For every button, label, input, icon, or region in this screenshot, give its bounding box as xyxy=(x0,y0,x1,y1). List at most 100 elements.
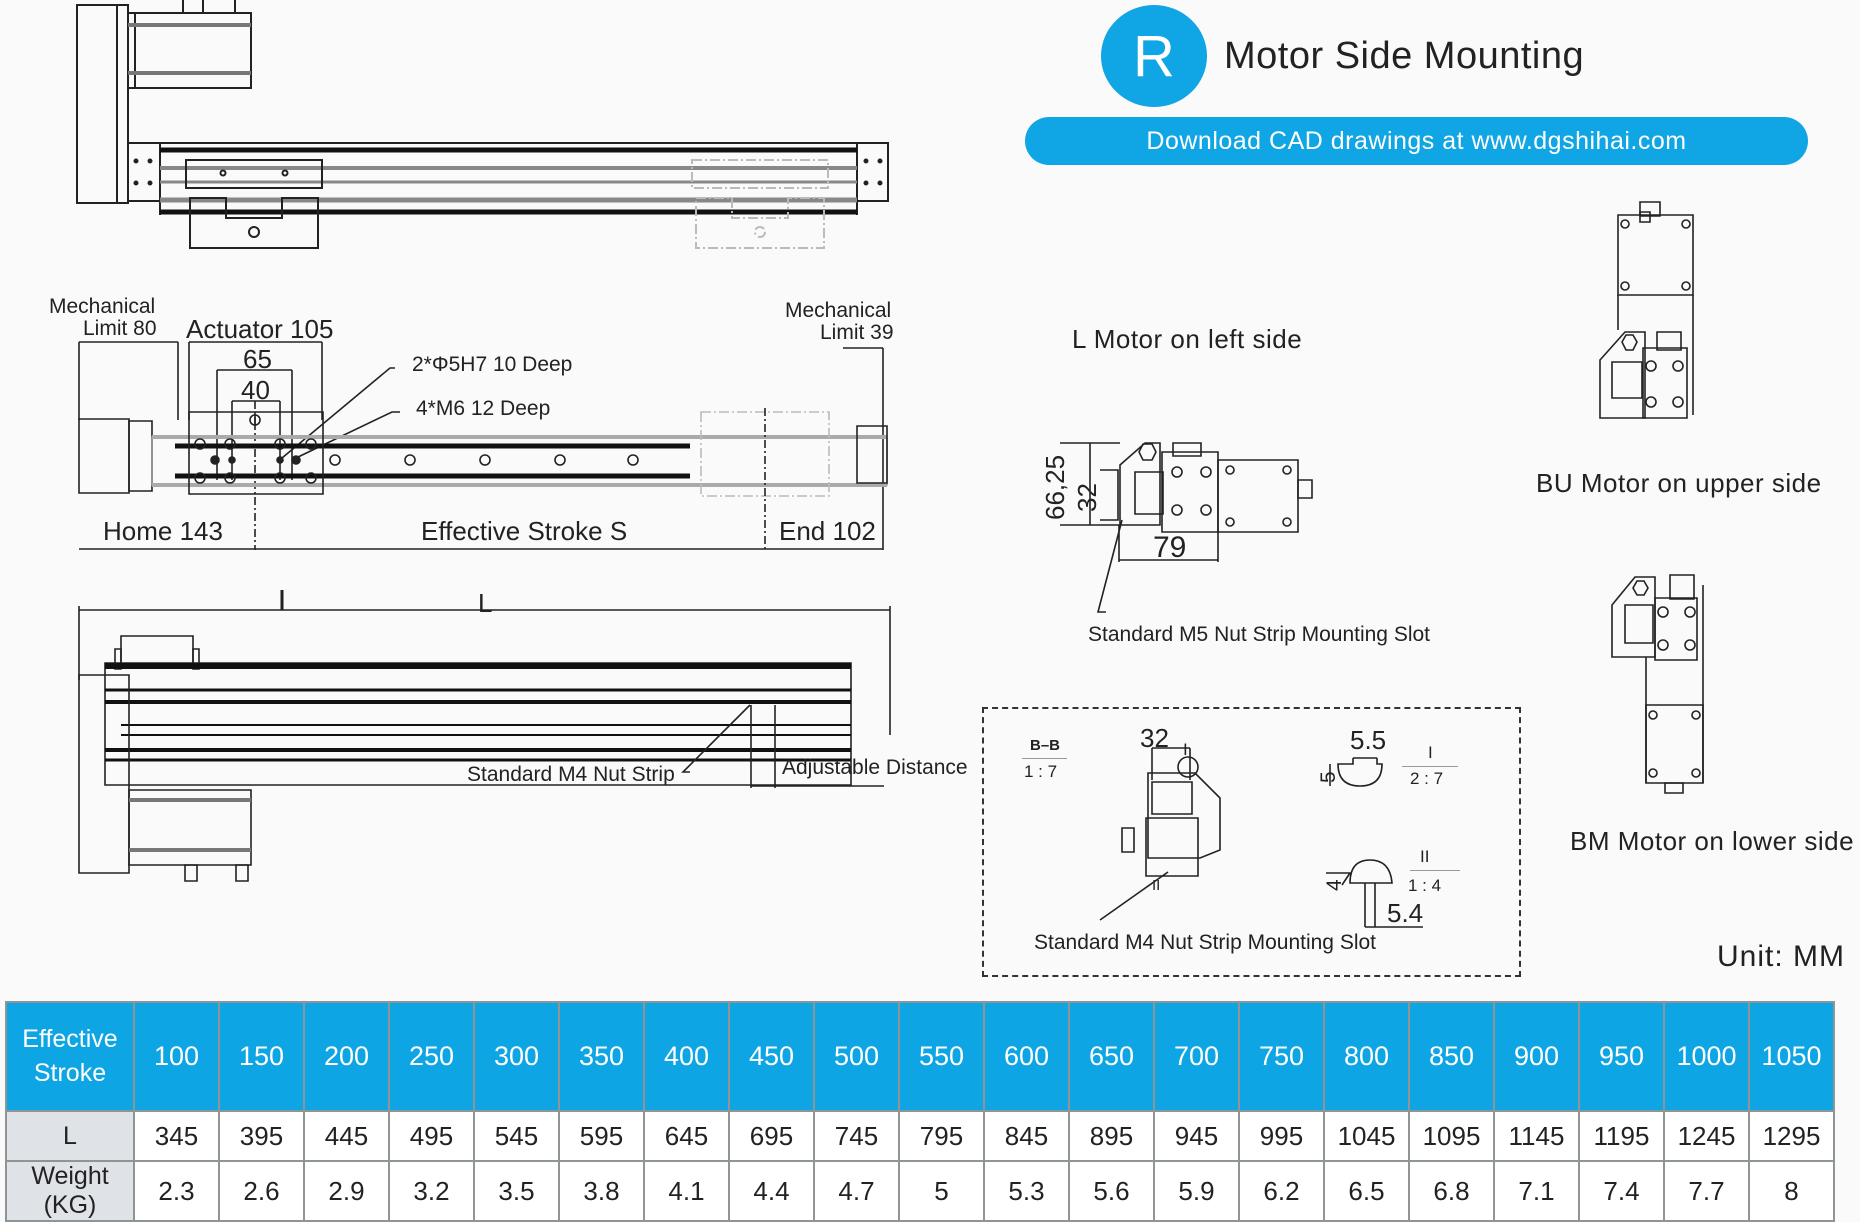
mechanical-limit-right-line2: Limit 39 xyxy=(820,321,894,344)
carriage-side xyxy=(121,636,193,664)
detail-i-name: I xyxy=(1428,743,1433,762)
section-badge-letter: R xyxy=(1133,23,1175,89)
motor-body xyxy=(128,13,251,88)
motor-left-carriage-plate xyxy=(1162,452,1218,532)
stroke-header-cell: 800 xyxy=(1323,1001,1410,1112)
mechanical-limit-left-line2: Limit 80 xyxy=(83,317,157,340)
stroke-header-cell: 750 xyxy=(1238,1001,1325,1112)
section-detail-box xyxy=(982,707,1521,977)
stroke-header-cell: 700 xyxy=(1153,1001,1240,1112)
detail-i-depth: 5 xyxy=(1317,771,1340,783)
table-cell: 495 xyxy=(388,1110,475,1162)
carriage-home xyxy=(186,160,322,188)
motor-left-side-drawing xyxy=(1060,430,1380,630)
stroke-header-line1: Effective xyxy=(22,1024,118,1053)
carriage-holes xyxy=(195,439,316,483)
section-b-b-drawing xyxy=(1100,740,1240,900)
download-cad-text: Download CAD drawings at www.dgshihai.co… xyxy=(1146,126,1687,155)
table-cell: 895 xyxy=(1068,1110,1155,1162)
mechanical-limit-left-line1: Mechanical xyxy=(49,295,156,318)
section-badge: R xyxy=(1101,5,1207,107)
rail-screw-holes xyxy=(330,455,638,465)
table-cell: 645 xyxy=(643,1110,730,1162)
stroke-header-cell: 1000 xyxy=(1663,1001,1750,1112)
table-cell: 795 xyxy=(898,1110,985,1162)
mechanical-limit-right-line1: Mechanical xyxy=(785,299,892,322)
stroke-header-cell: 950 xyxy=(1578,1001,1665,1112)
stroke-header-line2: Stroke xyxy=(33,1058,107,1087)
motor-flange-side xyxy=(79,675,129,873)
table-cell: 2.3 xyxy=(133,1160,220,1222)
table-cell: 695 xyxy=(728,1110,815,1162)
dimension-40: 40 xyxy=(241,375,270,405)
motor-left-motor xyxy=(1218,460,1298,532)
page-title: Motor Side Mounting xyxy=(1224,35,1585,77)
motor-flange xyxy=(77,5,128,203)
table-cell: 3.5 xyxy=(473,1160,560,1222)
motor-left-caption: L Motor on left side xyxy=(1072,324,1303,354)
table-cell: 3.2 xyxy=(388,1160,475,1222)
table-cell: 6.2 xyxy=(1238,1160,1325,1222)
row-label: L xyxy=(5,1110,135,1162)
table-cell: 1145 xyxy=(1493,1110,1580,1162)
dimension-65: 65 xyxy=(243,344,272,374)
overall-length-label: L xyxy=(478,588,493,618)
stroke-header-cell: 850 xyxy=(1408,1001,1495,1112)
table-cell: 445 xyxy=(303,1110,390,1162)
m5-slot-label: Standard M5 Nut Strip Mounting Slot xyxy=(1088,623,1431,646)
detail-ii-drawing xyxy=(1320,855,1440,935)
detail-i-divider xyxy=(1402,766,1458,767)
table-cell: 4.7 xyxy=(813,1160,900,1222)
stroke-header-cell: 500 xyxy=(813,1001,900,1112)
motor-upper-caption: BU Motor on upper side xyxy=(1536,468,1822,498)
section-dim-32: 32 xyxy=(1140,723,1169,753)
table-cell: 745 xyxy=(813,1110,900,1162)
unit-label: Unit: MM xyxy=(1717,940,1845,973)
table-cell: 845 xyxy=(983,1110,1070,1162)
download-cad-link[interactable]: Download CAD drawings at www.dgshihai.co… xyxy=(1025,117,1808,165)
table-cell: 1245 xyxy=(1663,1110,1750,1162)
table-cell: 995 xyxy=(1238,1110,1325,1162)
motor-left-dim-32: 32 xyxy=(1072,483,1102,512)
detail-i-scale: 2 : 7 xyxy=(1410,769,1444,788)
motor-upper-side-drawing xyxy=(1600,200,1720,420)
end-distance-label: End 102 xyxy=(779,516,876,546)
table-cell: 2.9 xyxy=(303,1160,390,1222)
stroke-header-cell: 400 xyxy=(643,1001,730,1112)
table-cell: 1045 xyxy=(1323,1110,1410,1162)
thread-hole-note: 4*M6 12 Deep xyxy=(416,397,551,420)
table-cell: 7.7 xyxy=(1663,1160,1750,1222)
detail-i-drawing xyxy=(1320,750,1420,800)
motor-left-height-dim: 66,25 xyxy=(1040,454,1070,520)
table-cell: 8 xyxy=(1748,1160,1835,1222)
table-cell: 395 xyxy=(218,1110,305,1162)
stroke-header-cell: 550 xyxy=(898,1001,985,1112)
detail-i-marker: I xyxy=(1183,740,1188,759)
motor-lower-side-drawing xyxy=(1610,565,1730,795)
stroke-header-cell: 650 xyxy=(1068,1001,1155,1112)
table-cell: 7.4 xyxy=(1578,1160,1665,1222)
actuator-plan-view-drawing xyxy=(0,0,900,260)
table-cell: 945 xyxy=(1153,1110,1240,1162)
adjustable-distance-label: Adjustable Distance xyxy=(782,756,968,779)
detail-ii-depth: 4 xyxy=(1323,879,1346,891)
stroke-header-cell: 350 xyxy=(558,1001,645,1112)
stroke-header-cell: 250 xyxy=(388,1001,475,1112)
table-cell: 5.9 xyxy=(1153,1160,1240,1222)
detail-ii-scale: 1 : 4 xyxy=(1408,876,1442,895)
table-cell: 6.8 xyxy=(1408,1160,1495,1222)
table-cell: 4.1 xyxy=(643,1160,730,1222)
actuator-length-label: Actuator 105 xyxy=(186,314,334,344)
actuator-dimension-drawing xyxy=(0,0,900,560)
table-cell: 4.4 xyxy=(728,1160,815,1222)
stroke-header-cell: 300 xyxy=(473,1001,560,1112)
stroke-header-cell: 1050 xyxy=(1748,1001,1835,1112)
section-scale: 1 : 7 xyxy=(1024,762,1058,781)
table-cell: 1095 xyxy=(1408,1110,1495,1162)
motor-left-dim-79: 79 xyxy=(1153,531,1187,564)
detail-ii-divider xyxy=(1410,870,1460,871)
stroke-header-cell: 900 xyxy=(1493,1001,1580,1112)
